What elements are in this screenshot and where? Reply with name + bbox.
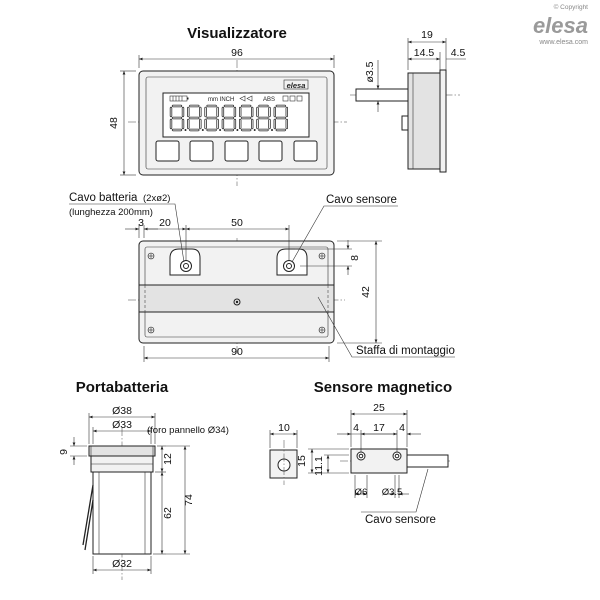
dim-back-90: 90 <box>231 346 243 358</box>
lcd-digit <box>256 104 273 132</box>
dim-battery-outer: Ø38 <box>112 405 132 417</box>
dim-side-flange: 4.5 <box>451 47 466 59</box>
dim-back-20: 20 <box>159 217 171 229</box>
elesa-logo: elesa <box>533 13 588 38</box>
dim-sensor-3-5: Ø3.5 <box>382 487 403 498</box>
label-panel-hole: (foro pannello Ø34) <box>147 425 229 436</box>
dim-battery-62: 62 <box>162 507 174 519</box>
brand-block: © Copyright elesa www.elesa.com <box>533 3 588 46</box>
title-battery-holder: Portabatteria <box>76 379 169 396</box>
display-key-1 <box>155 140 180 162</box>
title-display: Visualizzatore <box>187 25 287 42</box>
dim-side-overall: 19 <box>421 29 433 41</box>
label-mounting-bracket: Staffa di montaggio <box>356 345 455 357</box>
label-battery-cable: Cavo batteria <box>69 192 138 204</box>
label-battery-cable-spec: (2xø2) <box>143 193 170 204</box>
label-sensor-cable: Cavo sensore <box>326 194 397 206</box>
display-key-3 <box>224 140 249 162</box>
battery-wire-1 <box>82 484 94 546</box>
display-key-2 <box>189 140 214 162</box>
dim-sensor-15: 15 <box>296 455 308 467</box>
lcd-digit <box>238 104 256 132</box>
website-text: www.elesa.com <box>538 39 588 46</box>
display-front-view: elesa mm INCH ABS 96 48 <box>108 47 347 186</box>
lcd-flag-icon <box>282 95 289 102</box>
dim-battery-74: 74 <box>183 494 195 506</box>
title-magnetic-sensor: Sensore magnetico <box>314 379 452 396</box>
mounting-bracket-shape <box>138 284 335 313</box>
lcd-digits <box>169 104 288 132</box>
side-flange <box>439 69 447 173</box>
display-side-view: 19 14.5 4.5 ø3.5 <box>350 29 466 173</box>
display-logo: elesa <box>287 81 306 90</box>
dim-sensor-11-1: 11.1 <box>313 456 325 476</box>
magnetic-sensor-view: 10 25 4 17 4 15 11.1 Ø6 <box>269 402 450 526</box>
lcd-digit <box>169 104 187 132</box>
dim-back-50: 50 <box>231 217 243 229</box>
dim-battery-body: Ø32 <box>112 558 132 570</box>
dim-sensor-10: 10 <box>278 422 290 434</box>
side-sensor-cable <box>355 88 409 102</box>
direction-arrows-icon <box>239 95 253 102</box>
display-key-4 <box>258 140 283 162</box>
display-back-view: 3 20 50 8 42 90 Cavo batteria (2xø2) (lu… <box>69 192 455 362</box>
label-battery-cable-length: (lunghezza 200mm) <box>69 207 153 218</box>
battery-cap <box>88 445 156 457</box>
dim-sensor-6: Ø6 <box>355 487 368 498</box>
dim-sensor-17: 17 <box>373 422 385 434</box>
battery-tube <box>92 471 152 555</box>
dim-back-42: 42 <box>360 286 372 298</box>
dim-side-body: 14.5 <box>414 47 435 59</box>
dim-display-height: 48 <box>108 117 120 129</box>
dim-back-3: 3 <box>138 217 144 229</box>
sensor-cable <box>406 454 449 468</box>
dim-back-8: 8 <box>349 255 361 261</box>
dim-sensor-4-left: 4 <box>353 422 359 434</box>
dim-sensor-25: 25 <box>373 402 385 414</box>
lcd-abs-indicator: ABS <box>263 97 275 103</box>
lcd-flag-icon <box>296 95 303 102</box>
dim-display-width: 96 <box>231 47 243 59</box>
lcd-digit <box>221 104 239 132</box>
lcd-unit-indicators: mm INCH <box>208 97 234 103</box>
battery-wire-2 <box>84 499 94 551</box>
display-key-5 <box>293 140 318 162</box>
dim-battery-thread: Ø33 <box>112 419 132 431</box>
label-sensor-cable: Cavo sensore <box>365 514 436 526</box>
dim-battery-12: 12 <box>162 453 174 465</box>
dim-sensor-4-right: 4 <box>399 422 405 434</box>
copyright-text: © Copyright <box>554 3 589 11</box>
lcd-digit <box>204 104 222 132</box>
dim-side-cable: ø3.5 <box>364 61 376 82</box>
lcd-digit <box>187 104 204 132</box>
battery-cable-outlet <box>169 248 201 276</box>
lcd-digit <box>273 104 288 132</box>
lcd-flag-icon <box>289 95 296 102</box>
dim-battery-9: 9 <box>58 449 70 455</box>
battery-holder-view: Ø38 Ø33 (foro pannello Ø34) 9 12 62 74 Ø… <box>58 405 229 580</box>
